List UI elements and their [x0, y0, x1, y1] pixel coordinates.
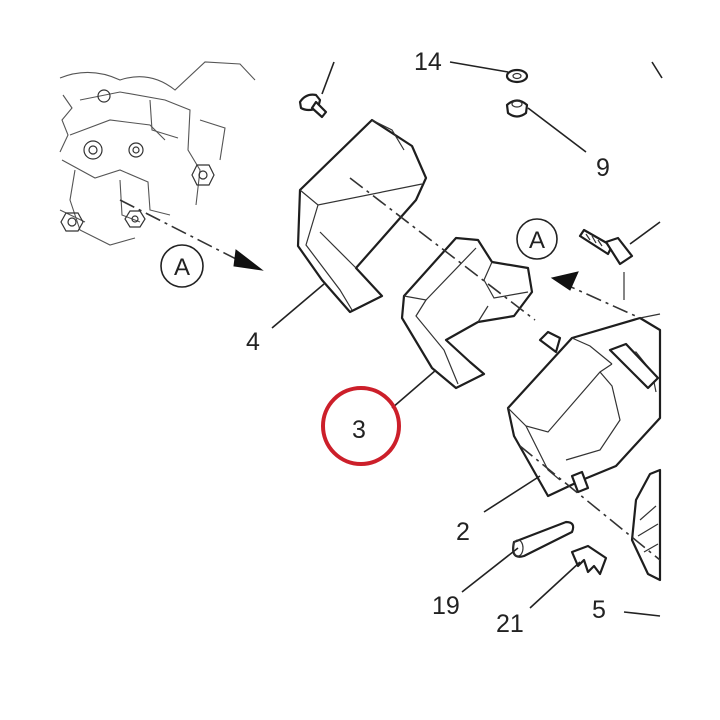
- view-marker-left-label: A: [174, 254, 190, 281]
- housing-part-2-drawing: [506, 313, 662, 498]
- cover-part-4-drawing: [296, 118, 428, 314]
- grommet-part-9-drawing: [505, 99, 529, 118]
- callout-19: 19: [432, 592, 460, 620]
- highlight-ring: [321, 386, 401, 466]
- direction-arrow-left: [233, 249, 264, 271]
- leader-lines: [271, 61, 663, 617]
- stud-bolt-drawing: [578, 228, 634, 266]
- screw-drawing: [298, 93, 328, 119]
- view-marker-right-label: A: [529, 227, 545, 254]
- callout-21: 21: [496, 610, 524, 638]
- callout-9: 9: [596, 154, 610, 182]
- engine-casing-drawing: [59, 61, 256, 246]
- component-part-5-drawing: [630, 468, 662, 582]
- callout-3: 3: [352, 416, 366, 444]
- washer-part-14-drawing: [505, 68, 529, 84]
- view-marker-left: A: [160, 244, 204, 288]
- callout-2: 2: [456, 518, 470, 546]
- callout-5: 5: [592, 596, 606, 624]
- clip-part-21-drawing: [570, 544, 608, 576]
- view-marker-right: A: [516, 218, 558, 260]
- bracket-part-3-drawing: [400, 236, 534, 390]
- assembly-axis-lines: [119, 177, 661, 561]
- hose-part-19-drawing: [512, 520, 575, 558]
- callout-4: 4: [246, 328, 260, 356]
- direction-arrow-right: [550, 271, 579, 291]
- callout-14: 14: [414, 48, 442, 76]
